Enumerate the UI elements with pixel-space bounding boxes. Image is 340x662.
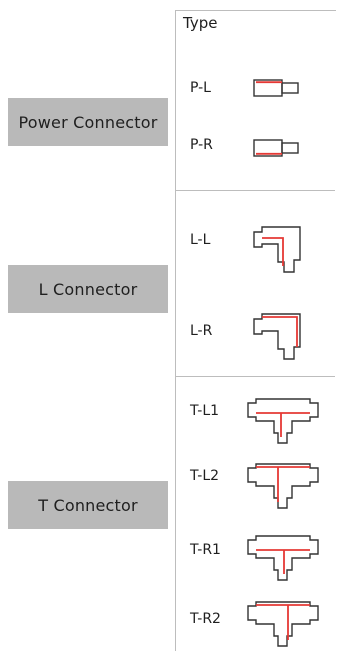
t-r1-connector-diagram (244, 530, 324, 582)
group-label-t-connector: T Connector (8, 481, 168, 529)
code-label-p-r: P-R (190, 137, 213, 153)
group-divider (175, 190, 335, 191)
code-label-p-l: P-L (190, 80, 211, 96)
code-label-t-r1: T-R1 (190, 542, 221, 558)
p-r-connector-diagram (252, 136, 302, 160)
l-r-connector-diagram (244, 307, 308, 365)
code-label-l-l: L-L (190, 232, 211, 248)
p-l-connector-diagram (252, 76, 302, 100)
type-table (175, 10, 336, 651)
group-label-power-connector: Power Connector (8, 98, 168, 146)
t-l1-connector-diagram (244, 393, 324, 445)
code-label-t-l1: T-L1 (190, 403, 220, 419)
group-label-l-connector: L Connector (8, 265, 168, 313)
t-l2-connector-diagram (244, 458, 324, 510)
code-label-l-r: L-R (190, 323, 213, 339)
l-l-connector-diagram (244, 220, 308, 278)
code-label-t-r2: T-R2 (190, 611, 221, 627)
t-r2-connector-diagram (244, 596, 324, 648)
group-divider (175, 376, 335, 377)
code-label-t-l2: T-L2 (190, 468, 220, 484)
type-column-header: Type (183, 14, 218, 32)
